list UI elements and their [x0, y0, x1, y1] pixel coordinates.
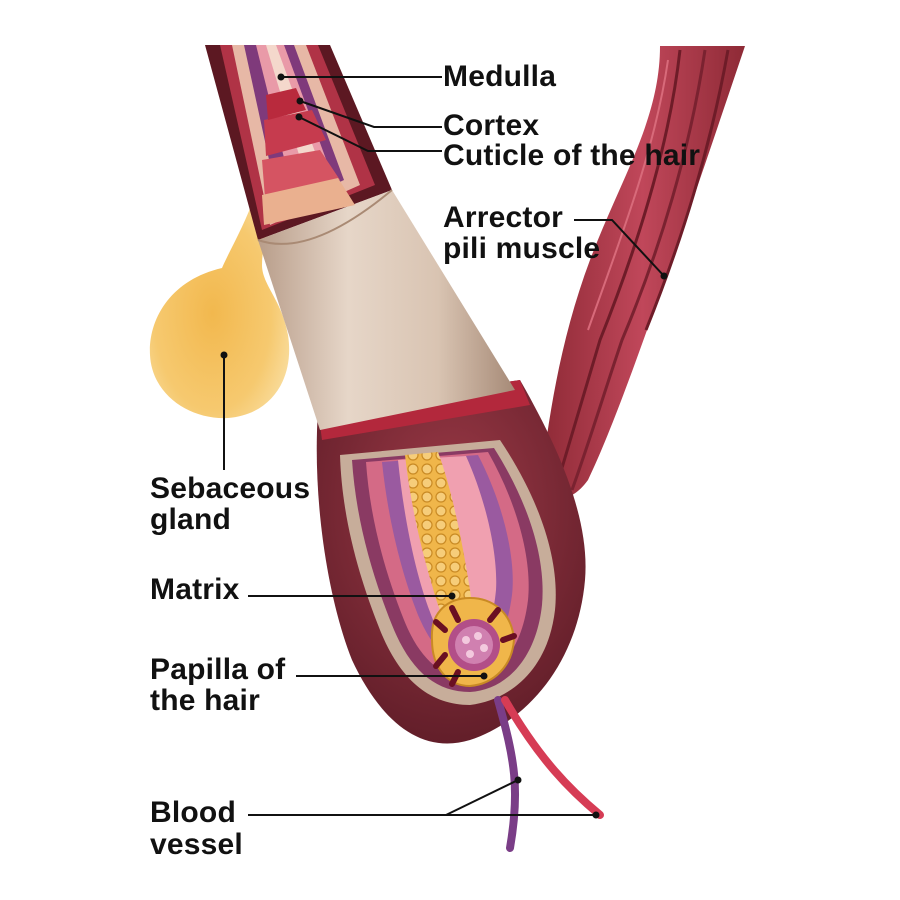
- cuticle-leader: [298, 116, 442, 152]
- label-arrector-line2: pili muscle: [443, 232, 601, 265]
- label-papilla-line2: the hair: [150, 684, 260, 717]
- sebaceous-gland: [149, 185, 290, 419]
- blood-leader-branch: [445, 779, 519, 816]
- label-cuticle: Cuticle of the hair: [443, 139, 701, 172]
- label-blood-line2: vessel: [150, 828, 243, 861]
- label-sebaceous-line2: gland: [150, 503, 231, 536]
- label-matrix: Matrix: [150, 573, 240, 606]
- leader-dots: [220, 73, 668, 819]
- label-medulla: Medulla: [443, 60, 557, 93]
- cortex-leader: [299, 100, 442, 128]
- label-cortex: Cortex: [443, 109, 540, 142]
- label-arrector-line1: Arrector: [443, 201, 563, 234]
- arrector-leader: [574, 219, 665, 277]
- hair-shaft: [257, 189, 515, 430]
- label-papilla-line1: Papilla of: [150, 653, 286, 686]
- label-sebaceous-line1: Sebaceous: [150, 472, 311, 505]
- blood-vessels: [494, 696, 604, 852]
- arrector-pili-muscle: [540, 46, 745, 499]
- hair-layers-cutaway: [220, 45, 375, 230]
- hair-follicle: [205, 45, 586, 744]
- leader-lines: [223, 76, 665, 816]
- label-blood-line1: Blood: [150, 796, 236, 829]
